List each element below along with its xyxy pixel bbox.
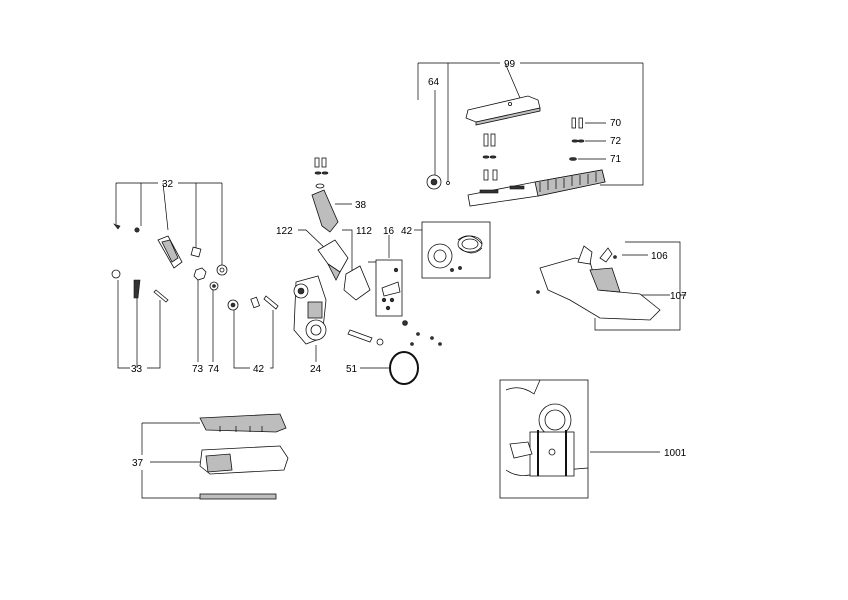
label-64: 64: [428, 77, 440, 88]
part-frame-107: [536, 245, 661, 321]
label-112: 112: [356, 226, 372, 237]
part-nut-73-74: [193, 267, 219, 291]
label-37: 37: [132, 458, 144, 469]
label-1001: 1001: [664, 448, 687, 459]
label-73: 73: [192, 364, 204, 375]
part-bracket-38: [311, 157, 339, 233]
part-knob-64: [426, 174, 450, 190]
label-99: 99: [504, 59, 516, 70]
label-51: 51: [346, 364, 358, 375]
callout-labels: 99 64 70 72 71 32 38 122 112 16 42 106 1…: [131, 59, 687, 469]
part-guard-112: [343, 261, 376, 301]
label-74: 74: [208, 364, 220, 375]
label-72: 72: [610, 136, 622, 147]
part-belt-51: [389, 351, 419, 385]
part-shaft: [347, 320, 442, 346]
label-24: 24: [310, 364, 322, 375]
label-42-lower: 42: [253, 364, 265, 375]
part-group-42-lower: [227, 295, 279, 311]
label-107: 107: [670, 291, 687, 302]
part-screws-70-71-72: [569, 117, 585, 161]
part-screws-99: [482, 133, 498, 181]
label-42-upper: 42: [401, 226, 413, 237]
part-plate-122: [317, 239, 349, 281]
part-group-32: [113, 223, 228, 276]
part-base-37: [199, 413, 289, 500]
leader-lines: [115, 62, 686, 499]
label-38: 38: [355, 200, 367, 211]
label-33: 33: [131, 364, 143, 375]
label-122: 122: [276, 226, 293, 237]
part-rail-top: [465, 95, 541, 126]
part-guide-scale: [467, 169, 606, 207]
part-lever-16: [375, 259, 403, 317]
label-32: 32: [162, 179, 174, 190]
label-71: 71: [610, 154, 622, 165]
label-16: 16: [383, 226, 395, 237]
part-group-33: [111, 269, 169, 303]
part-detail-1001: [499, 379, 589, 499]
label-70: 70: [610, 118, 622, 129]
part-housing-24: [293, 275, 327, 345]
label-106: 106: [651, 251, 668, 262]
part-spring-42: [421, 221, 491, 279]
